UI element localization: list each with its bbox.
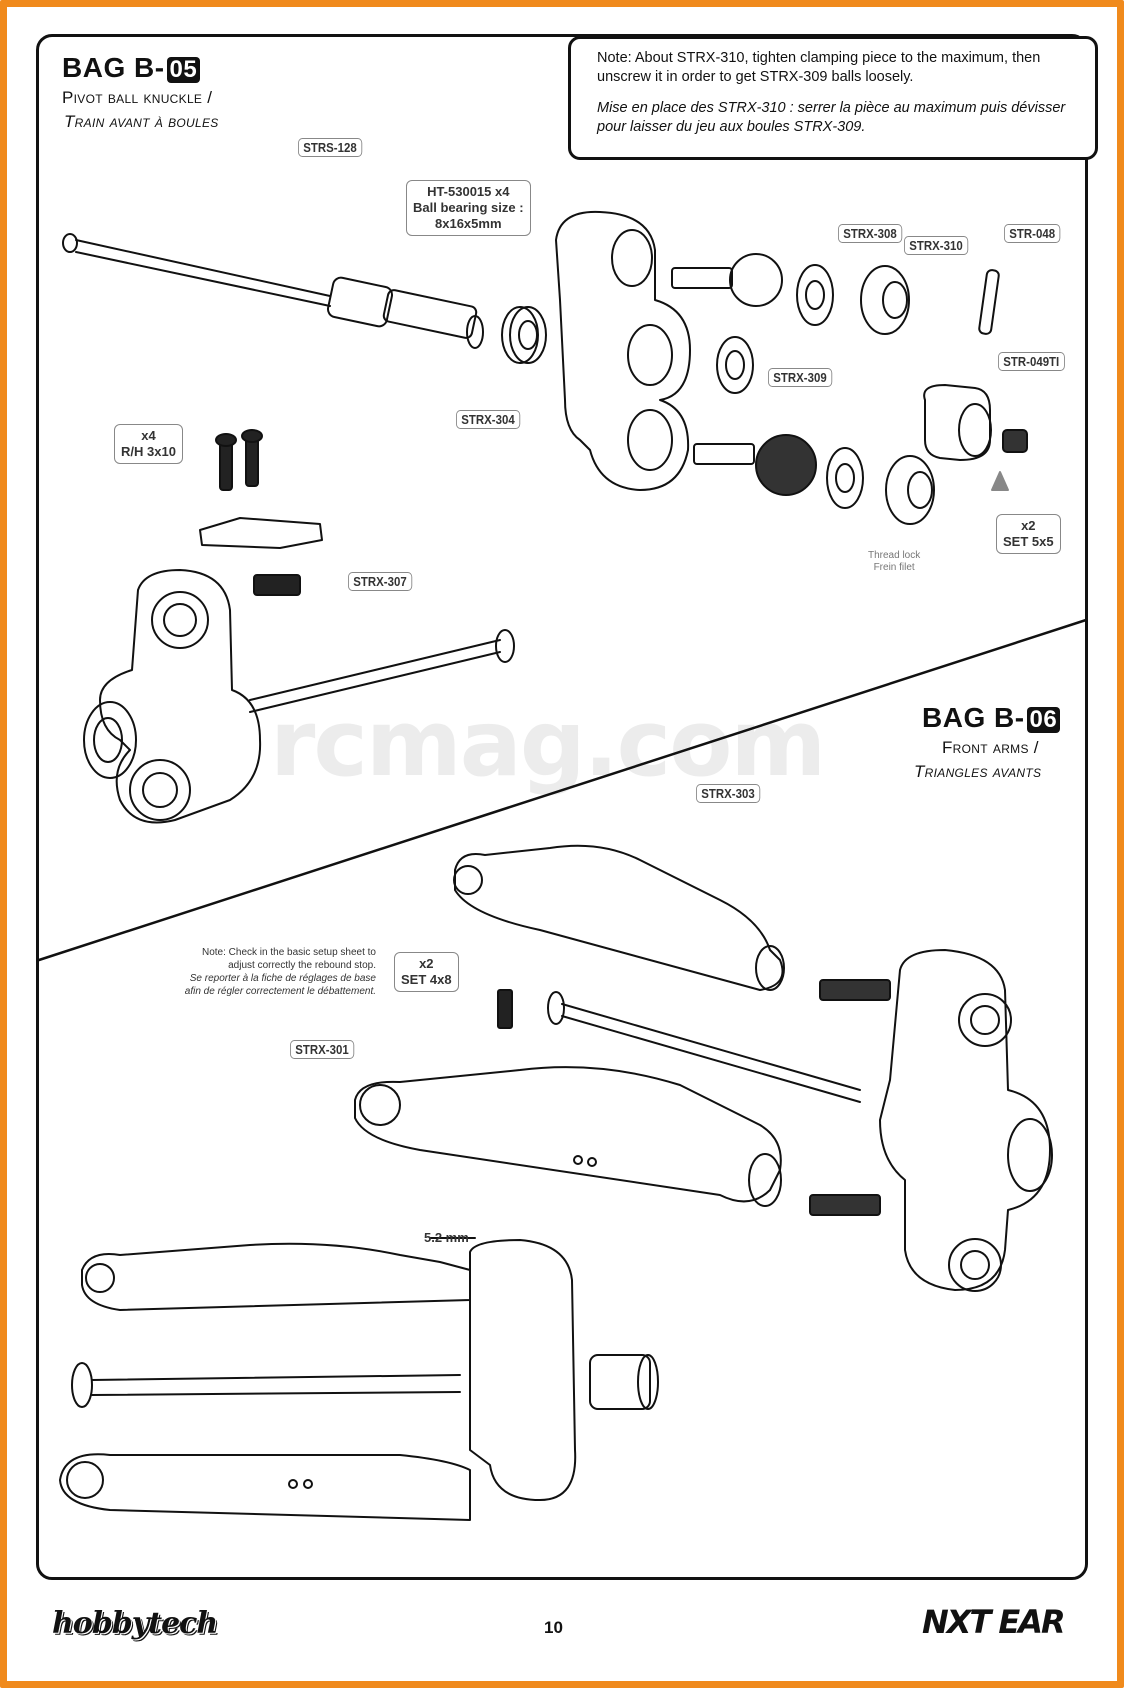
set-screw-4x8 [497,989,513,1029]
note-box: Note: About STRX-310, tighten clamping p… [568,36,1098,160]
label-str049ti: STR-049TI [998,352,1065,371]
bag06-subtitle-en: Front arms / [942,738,1039,757]
note-en: Note: About STRX-310, tighten clamping p… [597,50,1041,85]
upright-right [809,949,1053,1292]
set5-qty: x2 [1021,518,1036,533]
label-strx301: STRX-301 [290,1040,354,1059]
instruction-frame [36,34,1088,1580]
rebound-fr-1: Se reporter à la fiche de réglages de ba… [189,973,376,984]
page-number: 10 [544,1618,563,1637]
upper-arm-strx303 [453,844,785,991]
pin-and-hub [923,269,1028,461]
threadlock-en: Thread lock [868,550,921,561]
label-strx308: STRX-308 [838,224,902,243]
watermark-logo: rcmag.com [270,690,826,797]
lower-arm-strx301 [354,1066,782,1207]
bag05-title: BAG B-05 [62,52,201,84]
rebound-note: Note: Check in the basic setup sheet to … [162,946,376,998]
bag06-title: BAG B-06 [922,702,1061,734]
bag05-prefix: BAG B- [62,52,165,83]
bearing-line2: Ball bearing size : [413,200,524,215]
bag06-number: 06 [1026,707,1061,733]
label-strx310: STRX-310 [904,236,968,255]
label-strx307: STRX-307 [348,572,412,591]
hobbytech-logo: hobbytech [52,1606,218,1641]
label-screws: x4 R/H 3x10 [114,424,183,464]
rebound-en-1: Note: Check in the basic setup sheet to [202,947,376,958]
label-ball-bearing: HT-530015 x4 Ball bearing size : 8x16x5m… [406,180,531,236]
set5-size: SET 5x5 [1003,534,1054,549]
bag06-subtitle-fr: Triangles avants [914,762,1042,781]
drive-shaft-strs128 [62,233,484,349]
nxt-ear-logo: NXT EAR [922,1603,1066,1641]
set4-size: SET 4x8 [401,972,452,987]
rebound-en-2: adjust correctly the rebound stop. [228,960,376,971]
label-set5x5: x2 SET 5x5 [996,514,1061,554]
label-set4x8: x2 SET 4x8 [394,952,459,992]
threadlock-note: Thread lock Frein filet [868,550,920,574]
ball-stud-upper [671,253,910,335]
assembled-knuckle [83,569,515,824]
label-strx303: STRX-303 [696,784,760,803]
label-strs128: STRS-128 [298,138,362,157]
note-fr: Mise en place des STRX-310 : serrer la p… [597,100,1066,135]
steering-plate [199,517,323,549]
threadlock-fr: Frein filet [873,562,915,573]
drive-shaft-b06 [547,991,861,1103]
bearing-line3: 8x16x5mm [435,216,502,231]
bag06-prefix: BAG B- [922,702,1025,733]
screw-size: R/H 3x10 [121,444,176,459]
knuckle-upright-top [555,210,754,491]
dimension-label: 5.2 mm [424,1230,469,1245]
step-number: 1 [995,494,1002,508]
bag05-subtitle-en: Pivot ball knuckle / [62,88,213,107]
ball-stud-lower [693,434,935,525]
bearing-line1: HT-530015 x4 [427,184,510,199]
label-strx309: STRX-309 [768,368,832,387]
bottom-assembly [59,1237,659,1521]
rebound-fr-2: afin de régler correctement le débatteme… [184,986,376,997]
threadlock-arrow [991,471,1009,491]
label-strx304: STRX-304 [456,410,520,429]
button-head-screws [215,429,263,491]
bag05-number: 05 [166,57,201,83]
label-str048: STR-048 [1004,224,1061,243]
ball-bearing [501,306,547,364]
screw-qty: x4 [141,428,156,443]
section-divider [37,618,1088,962]
bag05-subtitle-fr: Train avant à boules [64,112,219,131]
set4-qty: x2 [419,956,434,971]
